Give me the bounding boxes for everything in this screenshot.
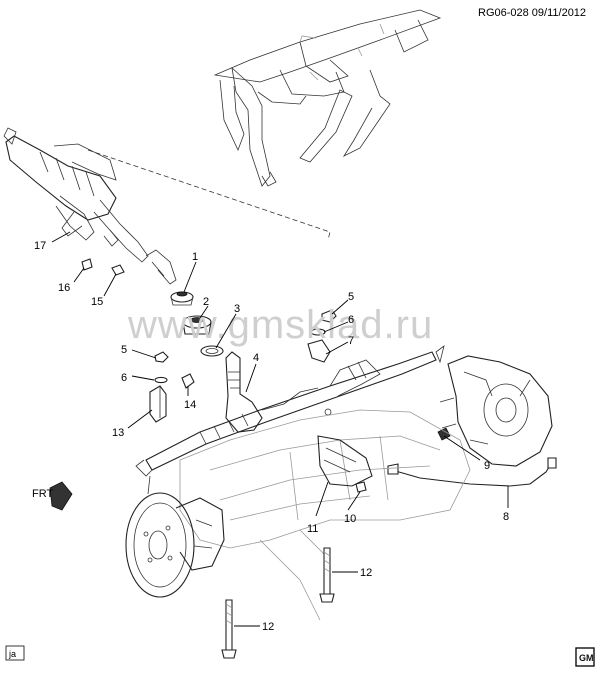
corner-tag: ja [5, 645, 25, 661]
front-direction-indicator: FRT [32, 481, 73, 511]
callout-6-right: 6 [323, 314, 354, 333]
svg-text:15: 15 [91, 296, 103, 308]
svg-text:9: 9 [484, 460, 490, 472]
callout-14: 14 [184, 386, 196, 411]
callout-1: 1 [183, 251, 198, 293]
bracket-part-7 [307, 339, 331, 363]
svg-text:16: 16 [58, 282, 70, 294]
callout-16: 16 [58, 267, 85, 294]
callout-12-lower: 12 [234, 621, 274, 633]
svg-text:6: 6 [121, 372, 127, 384]
svg-text:7: 7 [348, 335, 354, 347]
long-bolt-part-12-center [319, 547, 335, 603]
bolt-part-16 [81, 258, 93, 271]
callout-2: 2 [199, 296, 209, 319]
column-alignment-line [87, 149, 331, 241]
callout-9: 9 [443, 435, 490, 472]
callout-4: 4 [245, 352, 259, 393]
clip-part-14 [181, 373, 195, 389]
callout-5-left: 5 [121, 344, 157, 359]
cross-car-beam-illustration [213, 9, 442, 187]
steering-gear-rack-illustration [135, 345, 445, 495]
right-knuckle-illustration [437, 355, 553, 467]
svg-text:5: 5 [348, 291, 354, 303]
callout-3: 3 [215, 303, 240, 349]
svg-text:13: 13 [112, 427, 124, 439]
svg-text:1: 1 [192, 251, 198, 263]
svg-text:17: 17 [34, 240, 46, 252]
svg-text:2: 2 [203, 296, 209, 308]
callout-11: 11 [307, 481, 329, 535]
callout-13: 13 [112, 409, 153, 439]
long-bolt-part-12-lower [221, 599, 237, 659]
svg-text:5: 5 [121, 344, 127, 356]
svg-text:10: 10 [344, 513, 356, 525]
svg-text:12: 12 [360, 567, 372, 579]
heat-shield-part-11 [317, 435, 373, 487]
hardware-nut-part-5-left [154, 351, 169, 363]
boot-seal-part-2 [182, 315, 212, 335]
svg-text:14: 14 [184, 399, 196, 411]
bolt-part-15 [111, 264, 125, 276]
hardware-washer-part-6-left [154, 376, 168, 384]
svg-text:11: 11 [307, 523, 318, 535]
callout-7: 7 [325, 335, 354, 355]
mounting-bracket-part-13 [149, 385, 167, 423]
callout-10: 10 [344, 491, 361, 525]
callout-12-center: 12 [332, 567, 372, 579]
front-indicator-label: FRT [32, 488, 53, 500]
wiring-harness-part-8 [387, 457, 557, 487]
diagram-ref-code: RG06-028 09/11/2012 [478, 7, 586, 19]
svg-text:3: 3 [234, 303, 240, 315]
gm-logo: GM [575, 647, 595, 667]
svg-text:GM: GM [579, 653, 594, 663]
callout-17: 17 [34, 231, 71, 252]
seal-retainer-part-3 [200, 345, 224, 357]
steering-column-illustration [3, 127, 177, 285]
watermark: www.gmsklad.ru [127, 303, 433, 347]
intermediate-shaft-seal-part-1 [170, 291, 194, 306]
svg-text:8: 8 [503, 511, 509, 523]
bolt-part-10 [355, 481, 367, 493]
svg-text:4: 4 [253, 352, 259, 364]
left-brake-rotor-illustration [125, 492, 225, 598]
svg-text:ja: ja [8, 649, 16, 659]
svg-text:6: 6 [348, 314, 354, 326]
svg-text:12: 12 [262, 621, 274, 633]
callout-5-right: 5 [331, 291, 354, 315]
callout-15: 15 [91, 273, 117, 308]
callout-8: 8 [503, 486, 509, 523]
callout-6-left: 6 [121, 372, 155, 384]
